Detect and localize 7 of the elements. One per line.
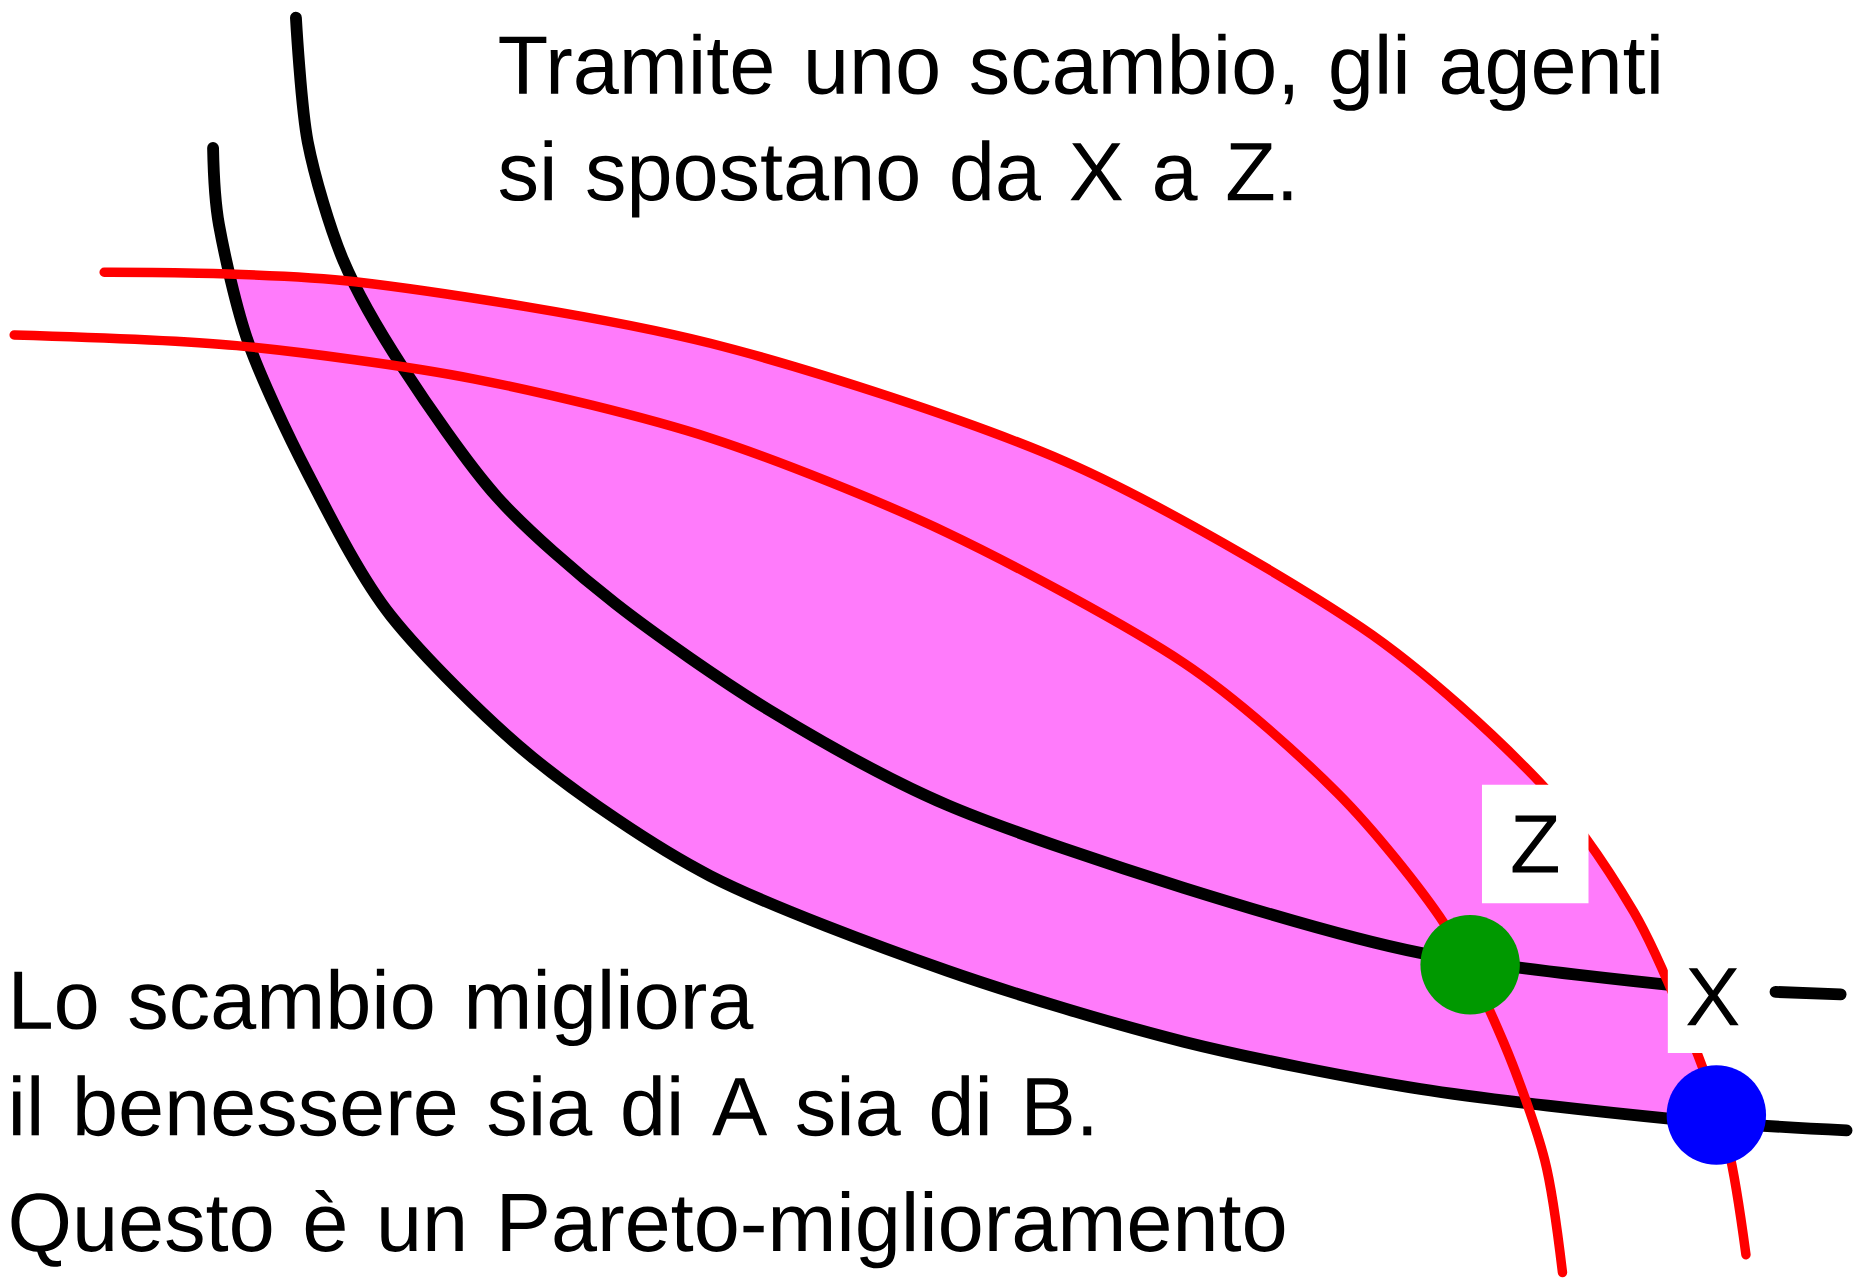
point-label: Z bbox=[1481, 784, 1589, 904]
note-text: Tramite uno scambio, gli agenti si spostano da X a Z. bbox=[499, 33, 1659, 218]
point-marker bbox=[1666, 1065, 1767, 1165]
point-marker bbox=[1420, 914, 1520, 1015]
point-label: X bbox=[1667, 940, 1758, 1053]
note-text: Lo scambio migliora il benessere sia di A sia di B. bbox=[13, 968, 1092, 1137]
note-text: Questo è un Pareto-miglioramento bbox=[11, 1190, 1285, 1269]
